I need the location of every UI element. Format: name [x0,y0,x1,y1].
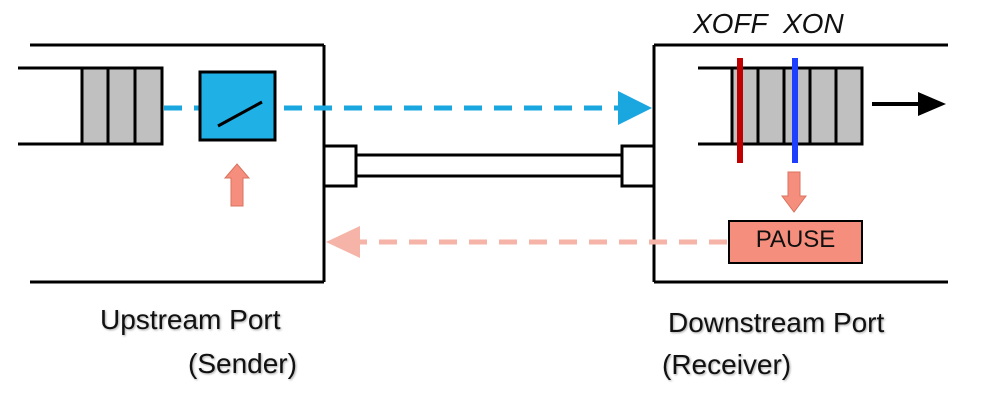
downstream-port-title: Downstream Port [668,307,885,338]
downstream-connector [620,144,656,188]
queue-cell [106,66,137,146]
upstream-queue [18,66,164,146]
right-arrow-icon [872,92,946,116]
upstream-port-role: (Sender) [188,348,297,379]
queue-cell [834,66,864,146]
xoff-label: XOFF [693,8,768,39]
upstream-port [30,43,326,284]
queue-cell [808,66,838,146]
queue-cell [80,66,110,146]
downstream-port-role: (Receiver) [662,349,792,380]
upstream-port-title: Upstream Port [100,304,281,335]
queue-cell [756,66,786,146]
upstream-connector [322,144,358,188]
queue-cell [730,66,760,146]
pause-flow-arrowhead [326,226,360,258]
queue-cell [133,66,164,146]
data-flow-arrowhead [618,91,652,125]
pause-frame-box [728,220,863,264]
link-cable [322,144,656,188]
downstream-queue [698,66,864,146]
pause-frame-label: PAUSE [755,226,836,253]
down-arrow-icon [781,171,807,213]
open-switch-icon [198,70,277,142]
xon-label: XON [783,8,844,39]
up-arrow-icon [223,163,251,207]
